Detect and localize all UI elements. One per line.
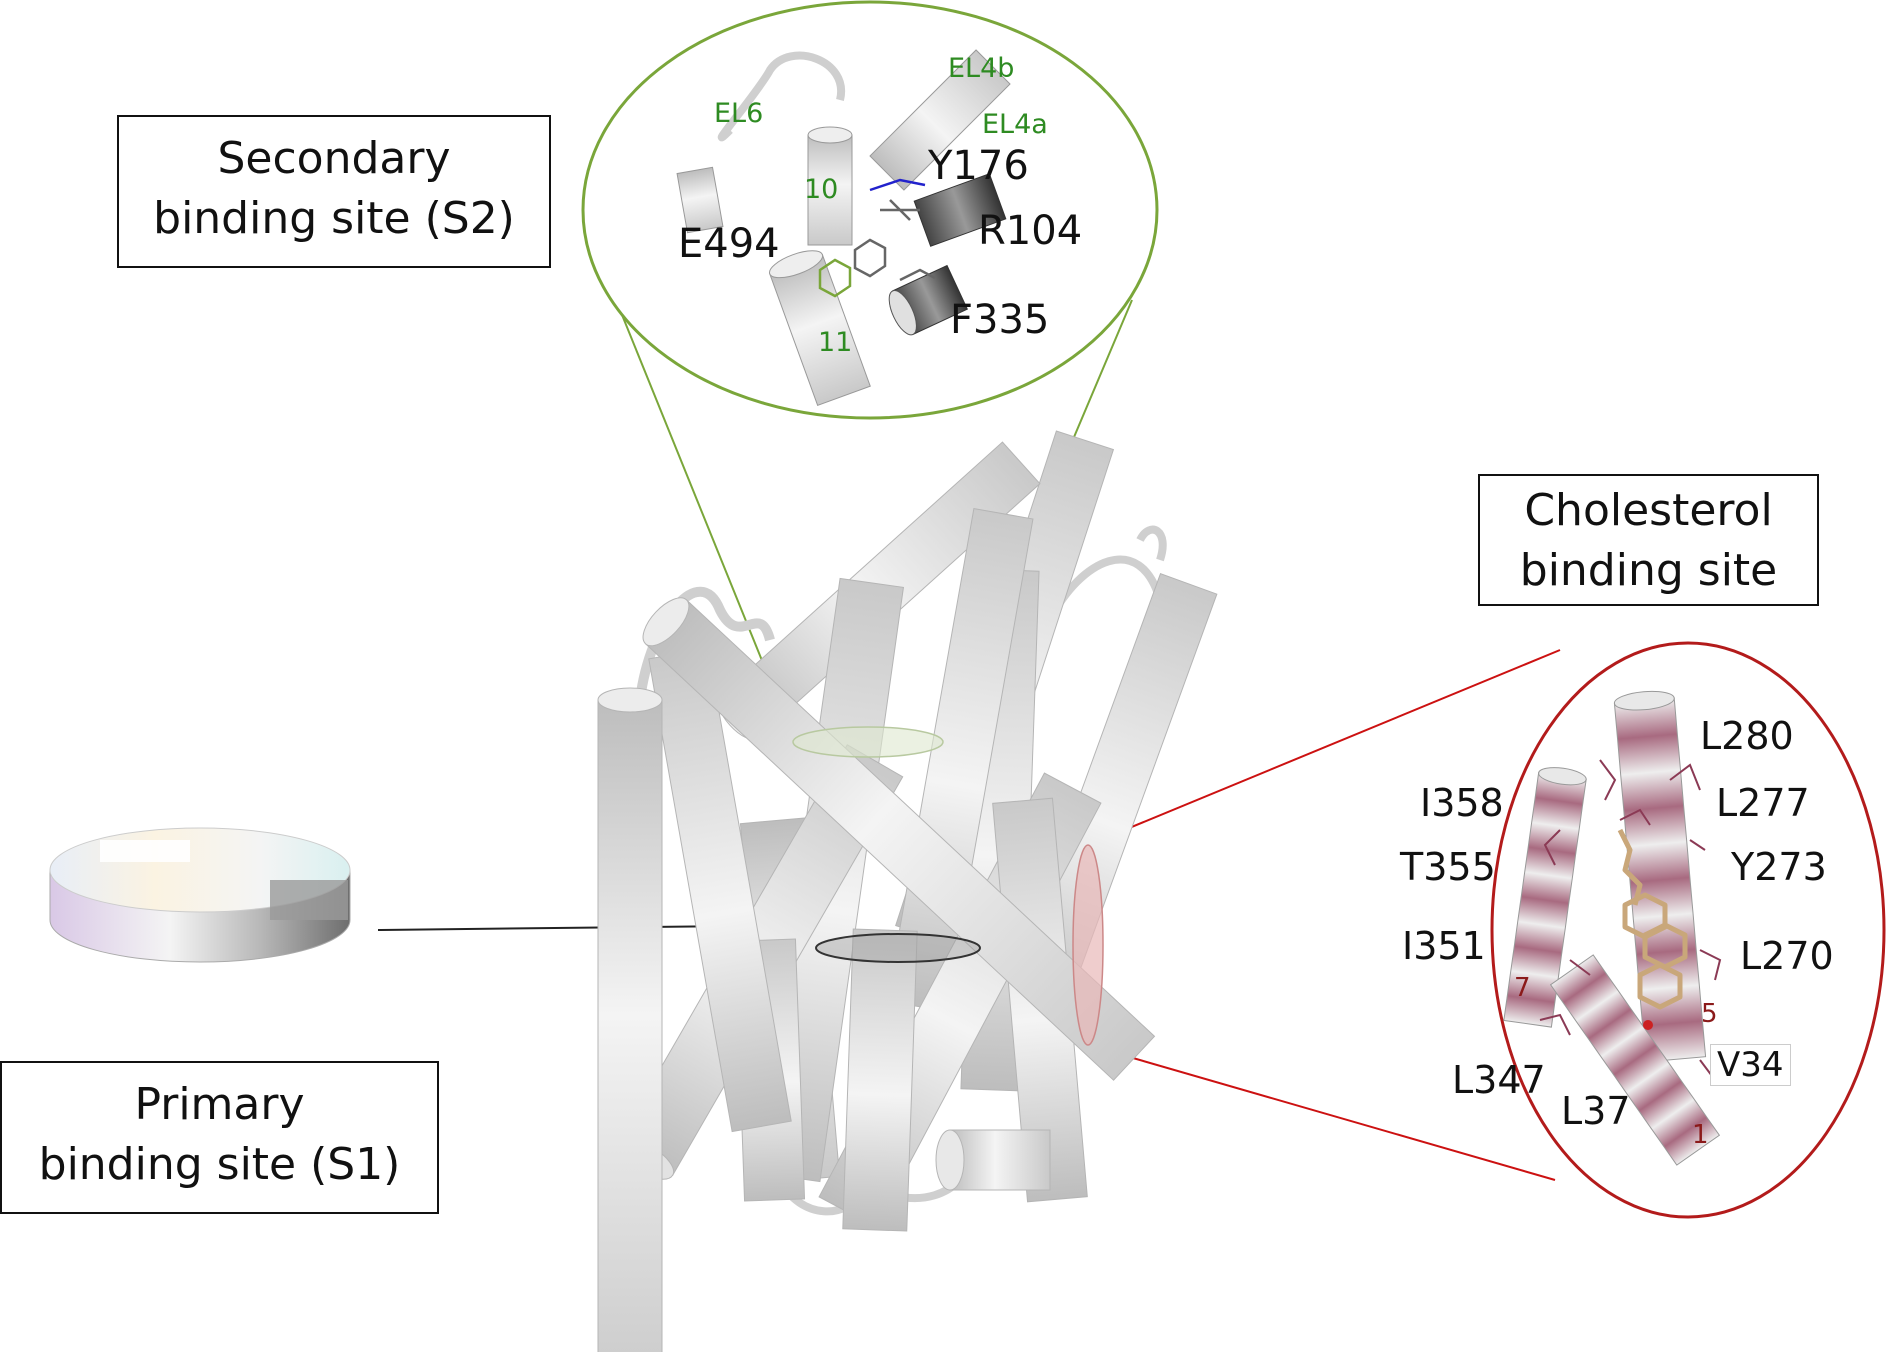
residue-label-l280: L280 bbox=[1700, 714, 1794, 758]
secondary-site-box: Secondary binding site (S2) bbox=[117, 115, 551, 268]
primary-site-line2: binding site (S1) bbox=[38, 1139, 401, 1190]
residue-label-f335: F335 bbox=[950, 297, 1050, 343]
residue-label-i358: I358 bbox=[1420, 781, 1504, 825]
helix-label-7: 7 bbox=[1514, 973, 1531, 1003]
helix-label-11: 11 bbox=[818, 327, 853, 358]
secondary-site-line2: binding site (S2) bbox=[153, 193, 515, 244]
residue-label-i351: I351 bbox=[1402, 924, 1486, 968]
residue-label-l277: L277 bbox=[1716, 781, 1810, 825]
loop-label-el6: EL6 bbox=[714, 98, 764, 129]
secondary-site-line1: Secondary bbox=[217, 133, 451, 184]
s2-site-marker bbox=[792, 726, 944, 758]
cholesterol-site-line2: binding site bbox=[1519, 545, 1778, 596]
cholesterol-site-line1: Cholesterol bbox=[1524, 485, 1773, 536]
s1-disc-glyph bbox=[49, 827, 351, 963]
s1-site-marker bbox=[815, 933, 981, 963]
residue-label-t355: T355 bbox=[1400, 845, 1496, 889]
cholesterol-site-box: Cholesterol binding site bbox=[1478, 474, 1819, 606]
residue-label-l347: L347 bbox=[1452, 1058, 1546, 1102]
primary-site-line1: Primary bbox=[134, 1079, 305, 1130]
cholesterol-site-marker bbox=[1072, 844, 1104, 1046]
residue-label-y273: Y273 bbox=[1731, 845, 1827, 889]
residue-label-y176: Y176 bbox=[928, 143, 1029, 189]
residue-label-v34: V34 bbox=[1710, 1044, 1791, 1086]
loop-label-el4a: EL4a bbox=[982, 109, 1048, 140]
helix-label-10: 10 bbox=[804, 174, 839, 205]
loop-label-el4b: EL4b bbox=[948, 53, 1015, 84]
helix-label-1: 1 bbox=[1692, 1120, 1709, 1150]
residue-label-e494: E494 bbox=[678, 221, 780, 267]
residue-label-l270: L270 bbox=[1740, 934, 1834, 978]
residue-label-l37: L37 bbox=[1561, 1089, 1631, 1133]
helix-label-5: 5 bbox=[1701, 999, 1718, 1029]
residue-label-r104: R104 bbox=[978, 208, 1083, 254]
primary-site-box: Primary binding site (S1) bbox=[0, 1061, 439, 1214]
s2-inset bbox=[581, 0, 1159, 420]
cholesterol-zoom-funnel bbox=[1087, 649, 1561, 1181]
transporter-structure bbox=[597, 430, 1218, 1352]
cholesterol-inset bbox=[1490, 641, 1886, 1219]
